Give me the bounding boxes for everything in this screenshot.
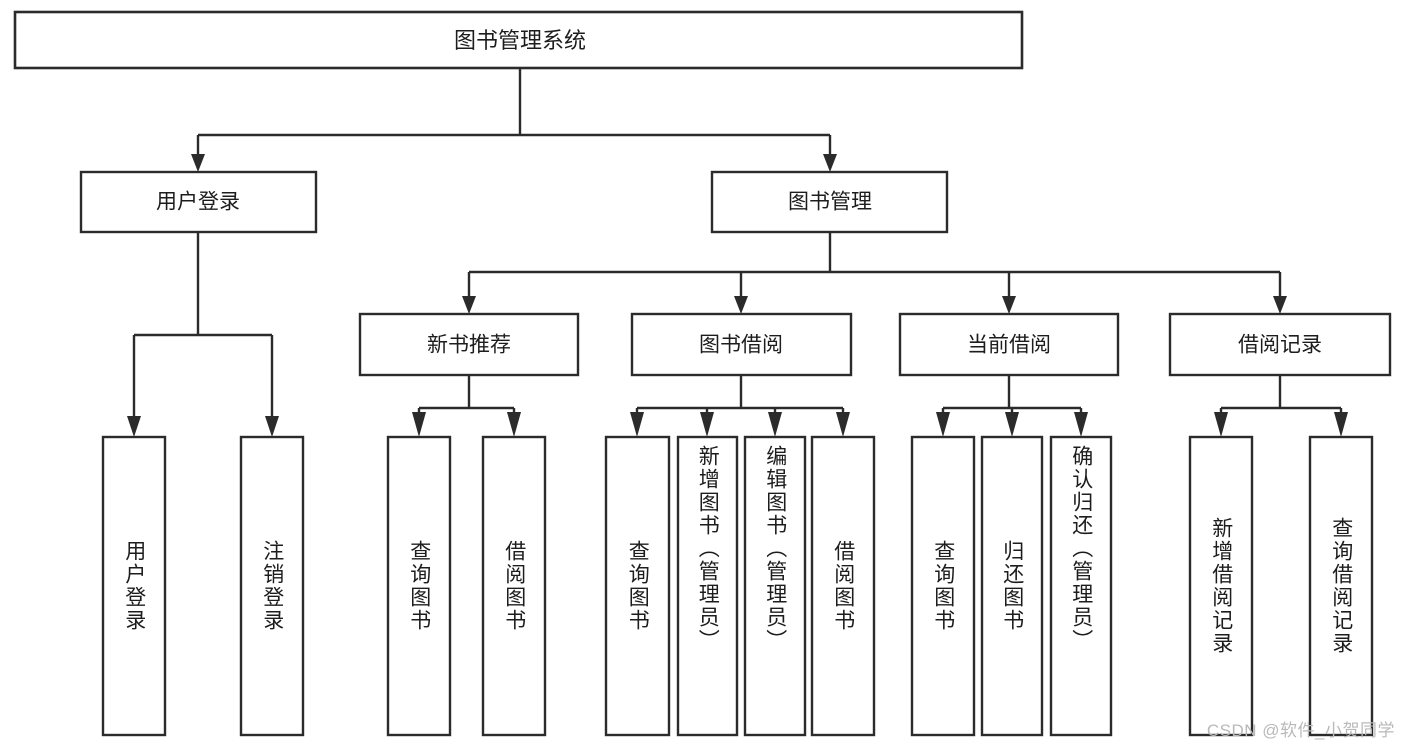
arrow-borrow-leaf-2 (700, 412, 714, 437)
arrow-records-leaf-2 (1334, 412, 1348, 437)
node-box-leaf-return-books[interactable] (980, 435, 1044, 737)
node-box-leaf-query-borrow-record[interactable] (1308, 435, 1374, 737)
arrow-current-leaf-2 (1005, 412, 1019, 437)
arrow-book-mgmt-to-borrow (734, 296, 748, 314)
node-label-current-borrow: 当前借阅 (967, 334, 1051, 357)
arrow-borrow-leaf-4 (836, 412, 850, 437)
arrow-records-leaf-1 (1214, 412, 1228, 437)
node-box-current-borrow[interactable] (898, 312, 1120, 377)
node-box-book-management[interactable] (710, 170, 949, 234)
node-label-root: 图书管理系统 (454, 28, 586, 53)
node-box-book-borrow[interactable] (630, 312, 853, 377)
arrow-book-mgmt-to-records (1273, 296, 1287, 314)
node-layer: 图书管理系统 用户登录 图书管理 新书推荐 图书借阅 当前借阅 借阅记录 (13, 10, 1392, 737)
node-box-leaf-edit-book-admin[interactable] (743, 435, 807, 737)
node-box-leaf-add-book-admin[interactable] (676, 435, 739, 737)
node-box-leaf-query-books-borrow[interactable] (604, 435, 671, 737)
node-box-leaf-confirm-return-admin[interactable] (1049, 435, 1113, 737)
node-box-leaf-borrow-books-new[interactable] (481, 435, 547, 737)
node-box-borrow-records[interactable] (1168, 312, 1392, 377)
node-label-book-management: 图书管理 (788, 191, 872, 214)
arrow-user-login-leaf-1 (127, 416, 141, 437)
node-box-leaf-borrow-books[interactable] (810, 435, 876, 737)
node-box-leaf-query-books-current[interactable] (910, 435, 976, 737)
node-box-root[interactable] (13, 10, 1024, 70)
arrow-borrow-leaf-1 (630, 412, 644, 437)
node-box-leaf-user-login[interactable] (101, 435, 167, 737)
arrow-borrow-leaf-3 (768, 412, 782, 437)
arrow-book-mgmt-to-new-book (462, 296, 476, 314)
arrow-root-to-book-mgmt (823, 154, 837, 172)
node-label-book-borrow: 图书借阅 (699, 334, 783, 357)
arrow-current-leaf-3 (1074, 412, 1088, 437)
node-box-leaf-query-books-new[interactable] (386, 435, 452, 737)
arrow-book-mgmt-to-current (1002, 296, 1016, 314)
arrow-user-login-leaf-2 (265, 416, 279, 437)
csdn-watermark: CSDN @软件_小贺同学 (1206, 721, 1395, 740)
node-box-new-book-recommend[interactable] (358, 312, 580, 377)
edge-layer (127, 68, 1348, 437)
node-box-leaf-add-borrow-record[interactable] (1188, 435, 1254, 737)
arrow-root-to-user-login (191, 154, 205, 172)
arrow-new-book-leaf-2 (507, 412, 521, 437)
node-box-leaf-logout[interactable] (239, 435, 305, 737)
node-box-user-login[interactable] (79, 170, 318, 234)
arrow-new-book-leaf-1 (412, 412, 426, 437)
node-label-new-book-recommend: 新书推荐 (427, 334, 511, 357)
node-label-borrow-records: 借阅记录 (1238, 334, 1322, 357)
arrow-current-leaf-1 (936, 412, 950, 437)
node-label-user-login: 用户登录 (156, 191, 240, 214)
